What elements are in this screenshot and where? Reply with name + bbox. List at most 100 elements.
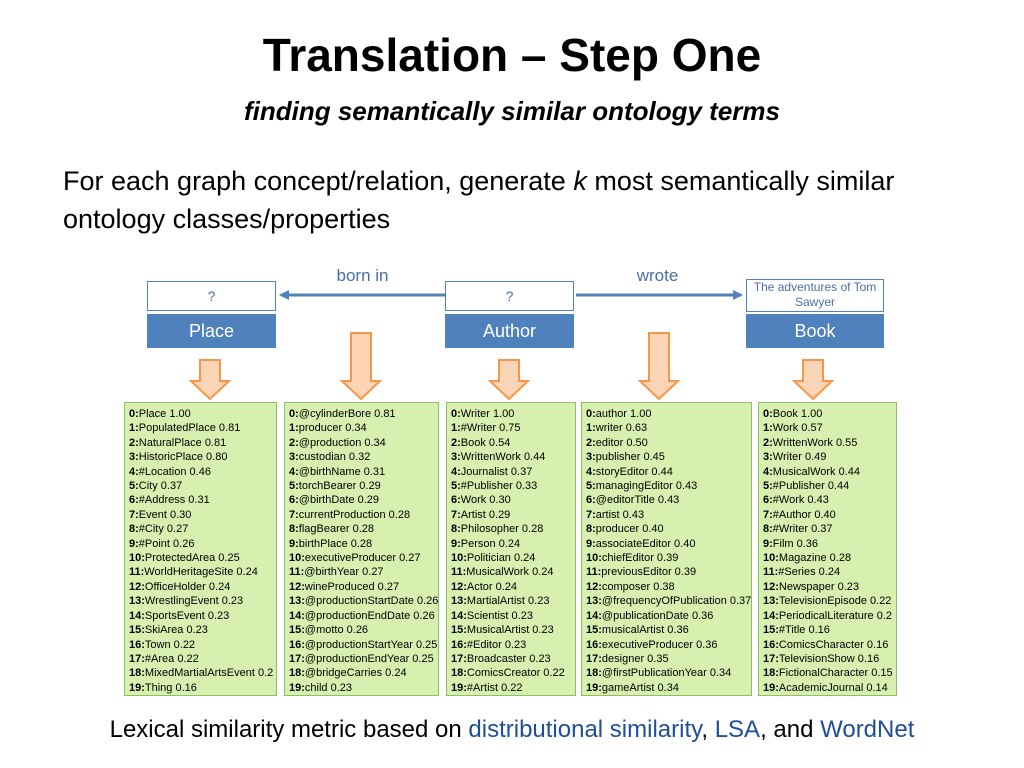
term-score: AcademicJournal 0.14 — [778, 681, 888, 694]
rank-number: 14: — [129, 609, 145, 622]
list-item: 11:#Series 0.24 — [763, 565, 892, 579]
list-item: 6:Work 0.30 — [451, 493, 571, 507]
rank-number: 11: — [763, 566, 779, 579]
list-item: 16:ComicsCharacter 0.16 — [763, 638, 892, 652]
term-score: WrestlingEvent 0.23 — [144, 595, 244, 608]
term-score: TelevisionShow 0.16 — [778, 652, 880, 665]
list-item: 7:artist 0.43 — [586, 508, 747, 522]
term-score: NaturalPlace 0.81 — [138, 436, 227, 449]
term-score: @birthDate 0.29 — [298, 494, 380, 507]
slide-title: Translation – Step One — [262, 29, 762, 81]
list-item: 12:OfficeHolder 0.24 — [129, 580, 272, 594]
rank-number: 10: — [289, 552, 305, 565]
list-item: 19:gameArtist 0.34 — [586, 681, 747, 695]
term-score: #Location 0.46 — [138, 465, 211, 478]
list-item: 18:ComicsCreator 0.22 — [451, 666, 571, 680]
term-score: Politician 0.24 — [466, 552, 536, 565]
rank-number: 17: — [451, 652, 467, 665]
rank-number: 7: — [586, 508, 596, 521]
node-place-top: ? — [147, 281, 276, 311]
link-lsa[interactable]: LSA — [714, 716, 761, 743]
list-item: 17:TelevisionShow 0.16 — [763, 652, 892, 666]
list-item: 5:#Publisher 0.44 — [763, 479, 892, 493]
term-score: Town 0.22 — [144, 638, 196, 651]
list-item: 8:flagBearer 0.28 — [289, 522, 434, 536]
rank-number: 1: — [129, 422, 139, 435]
rank-number: 4: — [289, 465, 299, 478]
list-item: 5:managingEditor 0.43 — [586, 479, 747, 493]
list-item: 7:Event 0.30 — [129, 508, 272, 522]
term-score: @publicationDate 0.36 — [601, 609, 714, 622]
list-item: 8:#City 0.27 — [129, 522, 272, 536]
term-score: flagBearer 0.28 — [298, 523, 374, 536]
term-score: @birthYear 0.27 — [304, 566, 384, 579]
rank-number: 1: — [289, 422, 299, 435]
list-item: 4:@birthName 0.31 — [289, 465, 434, 479]
down-arrow-4 — [637, 332, 681, 401]
term-score: executiveProducer 0.27 — [304, 552, 421, 565]
bullet-text: For each graph concept/relation, generat… — [63, 162, 963, 238]
graph-connectors — [188, 290, 835, 401]
list-item: 2:Book 0.54 — [451, 436, 571, 450]
list-item: 18:@firstPublicationYear 0.34 — [586, 666, 747, 680]
rank-number: 18: — [586, 667, 602, 680]
node-place: Place — [147, 314, 276, 348]
term-score: @editorTitle 0.43 — [595, 494, 680, 507]
term-score: #Series 0.24 — [778, 566, 841, 579]
node-author: Author — [445, 314, 574, 348]
rank-number: 1: — [763, 422, 773, 435]
rank-number: 11: — [289, 566, 305, 579]
term-score: Book 1.00 — [772, 408, 823, 420]
list-item: 3:WrittenWork 0.44 — [451, 450, 571, 464]
rank-number: 16: — [129, 638, 145, 651]
link-distributional-similarity[interactable]: distributional similarity — [468, 716, 702, 743]
rank-number: 12: — [129, 580, 145, 593]
list-item: 11:MusicalWork 0.24 — [451, 565, 571, 579]
list-item: 1:#Writer 0.75 — [451, 421, 571, 435]
footer-sep2: , and — [760, 716, 821, 743]
term-score: author 1.00 — [595, 408, 652, 420]
list-item: 3:Writer 0.49 — [763, 450, 892, 464]
rank-number: 10: — [763, 552, 779, 565]
rank-number: 12: — [586, 580, 602, 593]
rank-number: 19: — [289, 681, 305, 694]
term-score: @birthName 0.31 — [298, 465, 386, 478]
rank-number: 18: — [289, 667, 305, 680]
list-item: 10:ProtectedArea 0.25 — [129, 551, 272, 565]
rank-number: 6: — [129, 494, 139, 507]
rank-number: 6: — [586, 494, 596, 507]
rank-number: 5: — [451, 480, 461, 493]
term-score: Book 0.54 — [460, 436, 511, 449]
term-score: gameArtist 0.34 — [601, 681, 679, 694]
down-arrow-5 — [791, 359, 835, 401]
term-score: birthPlace 0.28 — [298, 537, 373, 550]
rank-number: 16: — [763, 638, 779, 651]
list-item: 1:producer 0.34 — [289, 421, 434, 435]
rank-number: 3: — [451, 451, 461, 464]
term-score: Person 0.24 — [460, 537, 521, 550]
rank-number: 5: — [763, 480, 773, 493]
list-item: 4:#Location 0.46 — [129, 465, 272, 479]
edge-label-wrote: wrote — [636, 266, 679, 285]
list-item: 10:Politician 0.24 — [451, 551, 571, 565]
rank-number: 7: — [129, 508, 139, 521]
list-item: 7:currentProduction 0.28 — [289, 508, 434, 522]
link-wordnet[interactable]: WordNet — [820, 716, 915, 743]
list-item: 3:custodian 0.32 — [289, 450, 434, 464]
term-score: Philosopher 0.28 — [460, 523, 544, 536]
rank-number: 18: — [451, 667, 467, 680]
rank-number: 4: — [586, 465, 596, 478]
term-score: MusicalWork 0.24 — [466, 566, 554, 579]
list-item: 2:editor 0.50 — [586, 436, 747, 450]
term-score: Scientist 0.23 — [466, 609, 533, 622]
term-score: MartialArtist 0.23 — [466, 595, 550, 608]
term-score: @frequencyOfPublication 0.37 — [601, 595, 752, 608]
term-score: Actor 0.24 — [466, 580, 518, 593]
rank-number: 0: — [289, 408, 299, 420]
list-item: 7:Artist 0.29 — [451, 508, 571, 522]
term-score: #Artist 0.22 — [466, 681, 523, 694]
term-score: Journalist 0.37 — [460, 465, 533, 478]
list-item: 18:MixedMartialArtsEvent 0.2 — [129, 666, 273, 680]
rank-number: 2: — [586, 436, 596, 449]
